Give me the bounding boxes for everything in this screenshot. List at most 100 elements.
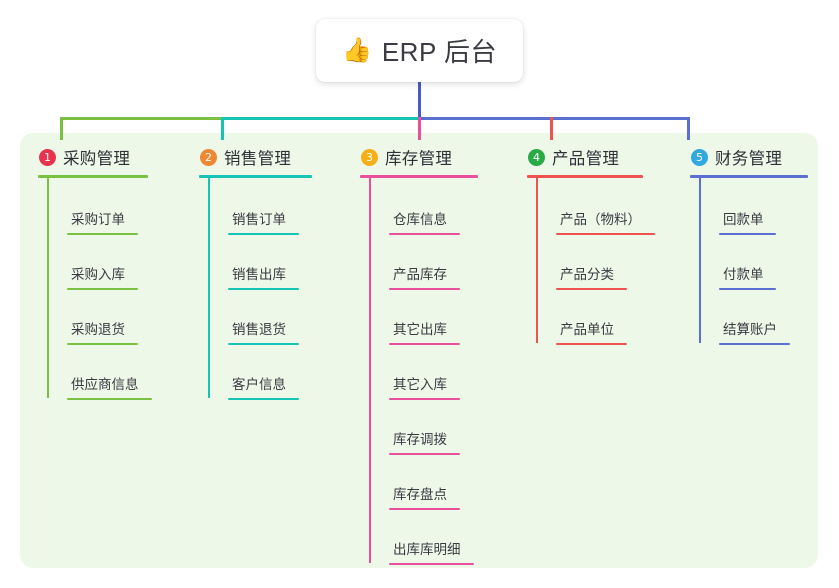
item-spacer: [67, 233, 152, 263]
branch-title-label: 库存管理: [385, 150, 453, 168]
branch-number-badge: 5: [691, 148, 708, 166]
branch-column-inventory: 3 库存管理仓库信息产品库存其它出库其它入库库存调拨库存盘点出库库明细: [360, 145, 478, 565]
branch-accent-bar: [199, 175, 312, 178]
branch-item[interactable]: 回款单: [699, 178, 808, 235]
branch-item[interactable]: 库存盘点: [369, 453, 478, 510]
item-spacer: [719, 233, 808, 263]
item-spacer: [389, 508, 478, 538]
branch-accent-bar: [360, 175, 478, 178]
branch-item[interactable]: 销售退货: [208, 288, 312, 345]
branch-item-label: 采购入库: [71, 267, 125, 282]
root-node-card[interactable]: 👍 ERP 后台: [316, 19, 523, 82]
item-spacer: [719, 178, 808, 208]
branches-background-panel: [20, 133, 818, 568]
item-spacer: [389, 233, 478, 263]
branch-item-label: 产品分类: [560, 267, 614, 282]
branch-title-label: 采购管理: [63, 150, 131, 168]
branch-item-underline: [389, 453, 461, 455]
branch-item-underline: [389, 508, 461, 510]
branch-spine-line: [47, 178, 49, 398]
branch-item[interactable]: 客户信息: [208, 343, 312, 400]
branch-item[interactable]: 出库库明细: [369, 508, 478, 565]
branch-item[interactable]: 产品库存: [369, 233, 478, 290]
branch-item[interactable]: 采购入库: [47, 233, 152, 290]
branch-item-label: 产品库存: [393, 267, 447, 282]
branch-spine-line: [208, 178, 210, 398]
branch-item-label: 回款单: [723, 212, 764, 227]
branch-item-underline: [389, 563, 474, 565]
item-spacer: [389, 288, 478, 318]
branch-item-underline: [556, 343, 628, 345]
branch-items-finance: 回款单付款单结算账户: [690, 178, 808, 345]
branch-item-label: 供应商信息: [71, 377, 139, 392]
branch-item-label: 销售订单: [232, 212, 286, 227]
item-spacer: [67, 178, 152, 208]
branch-item-label: 付款单: [723, 267, 764, 282]
item-spacer: [389, 178, 478, 208]
branch-item[interactable]: 仓库信息: [369, 178, 478, 235]
branch-accent-bar: [527, 175, 643, 178]
branch-item[interactable]: 供应商信息: [47, 343, 152, 400]
branch-item[interactable]: 采购订单: [47, 178, 152, 235]
branch-item-underline: [389, 398, 461, 400]
branch-item-underline: [389, 288, 461, 290]
branch-item[interactable]: 其它入库: [369, 343, 478, 400]
item-spacer: [67, 343, 152, 373]
branch-item-label: 结算账户: [723, 322, 777, 337]
branch-header-purchasing[interactable]: 1 采购管理: [38, 145, 152, 169]
branch-title-label: 产品管理: [552, 150, 620, 168]
branch-item-label: 库存盘点: [393, 487, 447, 502]
branch-item-underline: [556, 288, 628, 290]
branch-item-label: 产品（物料）: [560, 212, 641, 227]
branch-item-underline: [228, 233, 300, 235]
branch-item-underline: [67, 398, 152, 400]
branch-header-product[interactable]: 4 产品管理: [527, 145, 655, 169]
branch-item-underline: [556, 233, 655, 235]
item-spacer: [556, 288, 655, 318]
branch-item-label: 出库库明细: [393, 542, 461, 557]
branch-item[interactable]: 销售订单: [208, 178, 312, 235]
branch-item[interactable]: 结算账户: [699, 288, 808, 345]
branch-item[interactable]: 销售出库: [208, 233, 312, 290]
branch-item-underline: [719, 343, 791, 345]
branch-item-underline: [228, 398, 300, 400]
root-node-title: ERP 后台: [381, 37, 498, 67]
branch-number-badge: 3: [361, 148, 378, 166]
branch-item[interactable]: 其它出库: [369, 288, 478, 345]
branch-item-label: 采购退货: [71, 322, 125, 337]
branch-item[interactable]: 产品单位: [536, 288, 655, 345]
branch-column-product: 4 产品管理产品（物料） 产品分类产品单位: [527, 145, 655, 345]
item-spacer: [228, 233, 312, 263]
branch-item[interactable]: 产品分类: [536, 233, 655, 290]
branch-item-label: 其它出库: [393, 322, 447, 337]
thumbs-up-icon: 👍: [341, 36, 372, 64]
branch-item[interactable]: 付款单: [699, 233, 808, 290]
branch-item-underline: [67, 233, 139, 235]
branch-spine-line: [369, 178, 371, 563]
branch-number-badge: 2: [200, 148, 217, 166]
branch-spine-line: [536, 178, 538, 343]
branch-item-label: 销售退货: [232, 322, 286, 337]
branch-items-sales: 销售订单销售出库销售退货客户信息: [199, 178, 312, 400]
branch-header-inventory[interactable]: 3 库存管理: [360, 145, 478, 169]
branch-item-underline: [67, 288, 139, 290]
branch-number-badge: 4: [528, 148, 545, 166]
branch-item-underline: [67, 343, 139, 345]
branch-spine-line: [699, 178, 701, 343]
branch-item[interactable]: 产品（物料）: [536, 178, 655, 235]
branch-item-underline: [228, 288, 300, 290]
branch-item[interactable]: 库存调拨: [369, 398, 478, 455]
item-spacer: [389, 398, 478, 428]
item-spacer: [389, 343, 478, 373]
branch-number-badge: 1: [39, 148, 56, 166]
branch-accent-bar: [690, 175, 808, 178]
item-spacer: [228, 288, 312, 318]
branch-item[interactable]: 采购退货: [47, 288, 152, 345]
branch-items-purchasing: 采购订单采购入库采购退货供应商信息: [38, 178, 152, 400]
branch-accent-bar: [38, 175, 148, 178]
